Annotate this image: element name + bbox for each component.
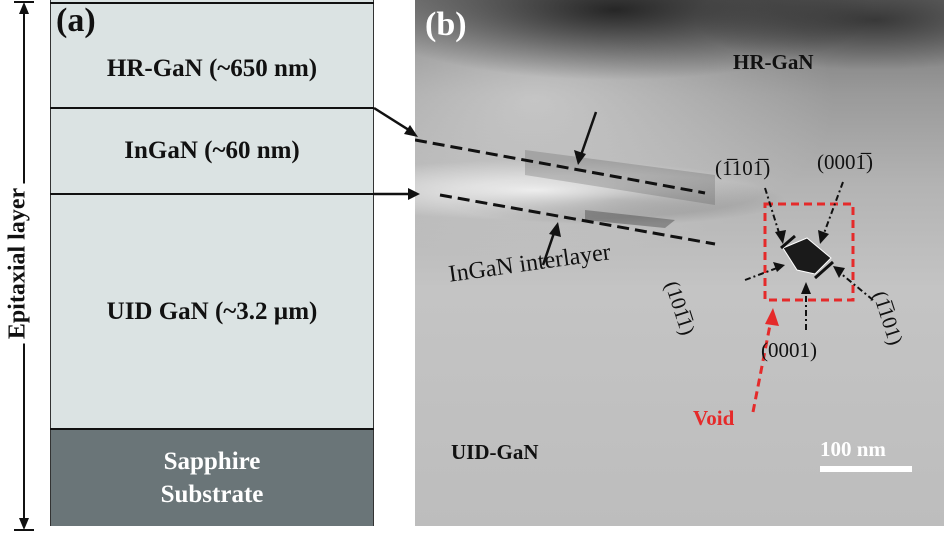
connector-arrow-top (373, 106, 413, 134)
layer-hr-gan-label: HR-GaN (~650 nm) (106, 55, 318, 82)
layer-uid-gan-label: UID GaN (~3.2 µm) (106, 298, 318, 325)
interlayer-top-dashed-line (415, 138, 706, 195)
layer-ingan-label: InGaN (~60 nm) (124, 137, 300, 164)
layer-hr-gan: HR-GaN (~650 nm) (50, 0, 374, 108)
connector-arrows (373, 106, 420, 200)
layer-border-1 (50, 107, 374, 109)
tem-annotations (415, 111, 912, 472)
scale-bar (820, 466, 912, 472)
void-label: Void (693, 406, 735, 430)
substrate-label: Substrate (160, 481, 264, 508)
layer-uid-gan: UID GaN (~3.2 µm) (50, 194, 374, 430)
void-red-arrow (751, 319, 773, 413)
plane-label-1: (1̅101̅) (715, 156, 771, 180)
void-highlight-box (763, 202, 855, 302)
plane-label-5: (0001) (761, 338, 817, 362)
layer-border-3 (50, 428, 374, 430)
scale-bar-label: 100 nm (820, 437, 886, 461)
layer-sapphire-substrate: Sapphire Substrate (50, 430, 374, 526)
hr-gan-region-label: HR-GaN (733, 50, 814, 74)
layer-ingan: InGaN (~60 nm) (50, 108, 374, 194)
panel-b-letter: (b) (425, 6, 467, 43)
sapphire-label: Sapphire (163, 448, 261, 475)
layer-border-2 (50, 193, 374, 195)
epitaxial-layer-label: Epitaxial layer (4, 183, 32, 344)
uid-gan-region-label: UID-GaN (451, 440, 539, 464)
panel-a-letter: (a) (56, 2, 96, 39)
layer-border-top (50, 2, 374, 4)
plane-label-2: (0001̅) (817, 150, 873, 174)
interlayer-bottom-dashed-line (439, 193, 716, 246)
tem-image-panel: (b) HR-GaN UID-GaN InGaN interlayer (1̅1… (415, 0, 944, 526)
void-hexagon-icon (782, 237, 832, 275)
